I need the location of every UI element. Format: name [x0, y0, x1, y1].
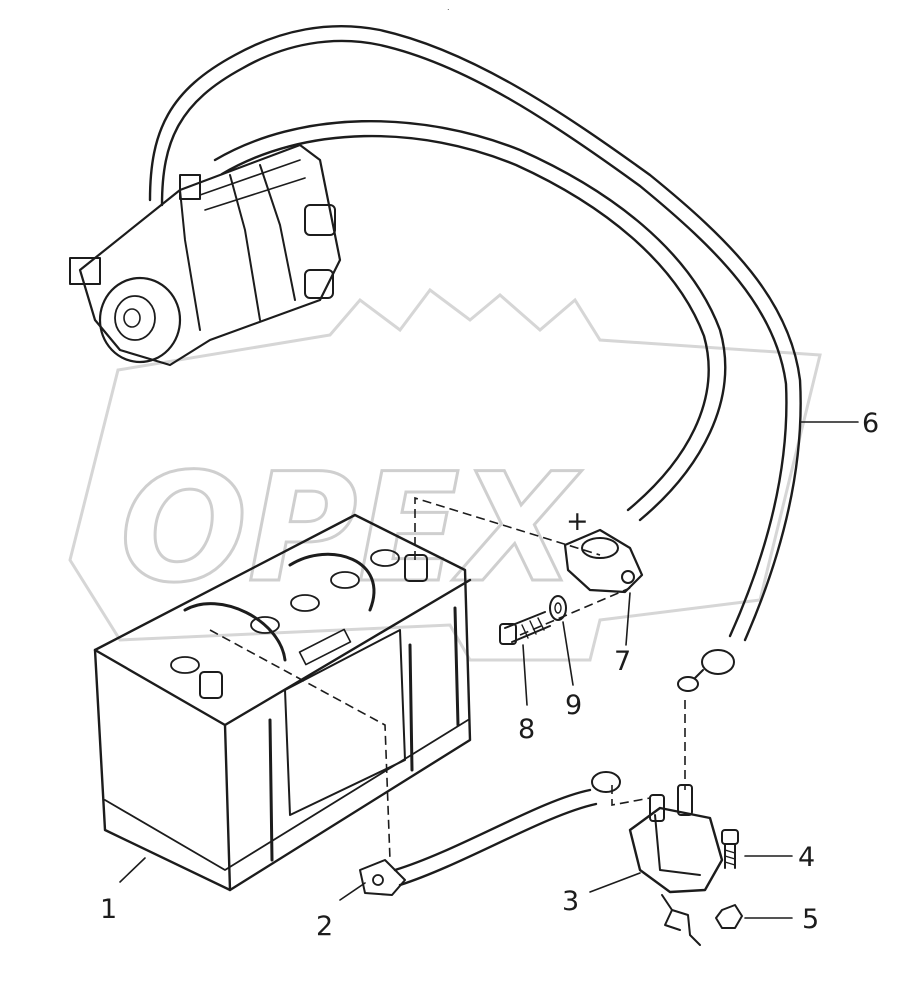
clamp-terminal-7: +	[563, 506, 644, 594]
battery-cable-2	[359, 771, 621, 896]
polarity-plus: +	[566, 506, 589, 537]
callout-1: 1	[100, 894, 117, 925]
callout-8: 8	[518, 714, 535, 745]
starter-motor	[69, 143, 342, 367]
top-mark: .	[447, 3, 450, 12]
bolt-8	[499, 611, 551, 645]
callout-2: 2	[316, 911, 333, 942]
watermark-text: OPEX	[120, 442, 582, 616]
callout-5: 5	[802, 904, 819, 935]
cable-6	[148, 25, 802, 692]
callout-6: 6	[862, 408, 879, 439]
leader-lines	[119, 421, 859, 919]
nut-5	[715, 904, 743, 929]
callout-9: 9	[565, 690, 582, 721]
screw-4	[721, 829, 739, 869]
callout-7: 7	[614, 646, 631, 677]
assembly-lines	[209, 496, 686, 861]
callout-3: 3	[562, 886, 579, 917]
watermark-gear-outline	[68, 287, 822, 662]
callouts: 1 2 3 4 5 6 7 8 9	[100, 408, 879, 942]
callout-4: 4	[798, 842, 815, 873]
solenoid-3	[628, 784, 724, 946]
washer-9	[549, 595, 567, 621]
